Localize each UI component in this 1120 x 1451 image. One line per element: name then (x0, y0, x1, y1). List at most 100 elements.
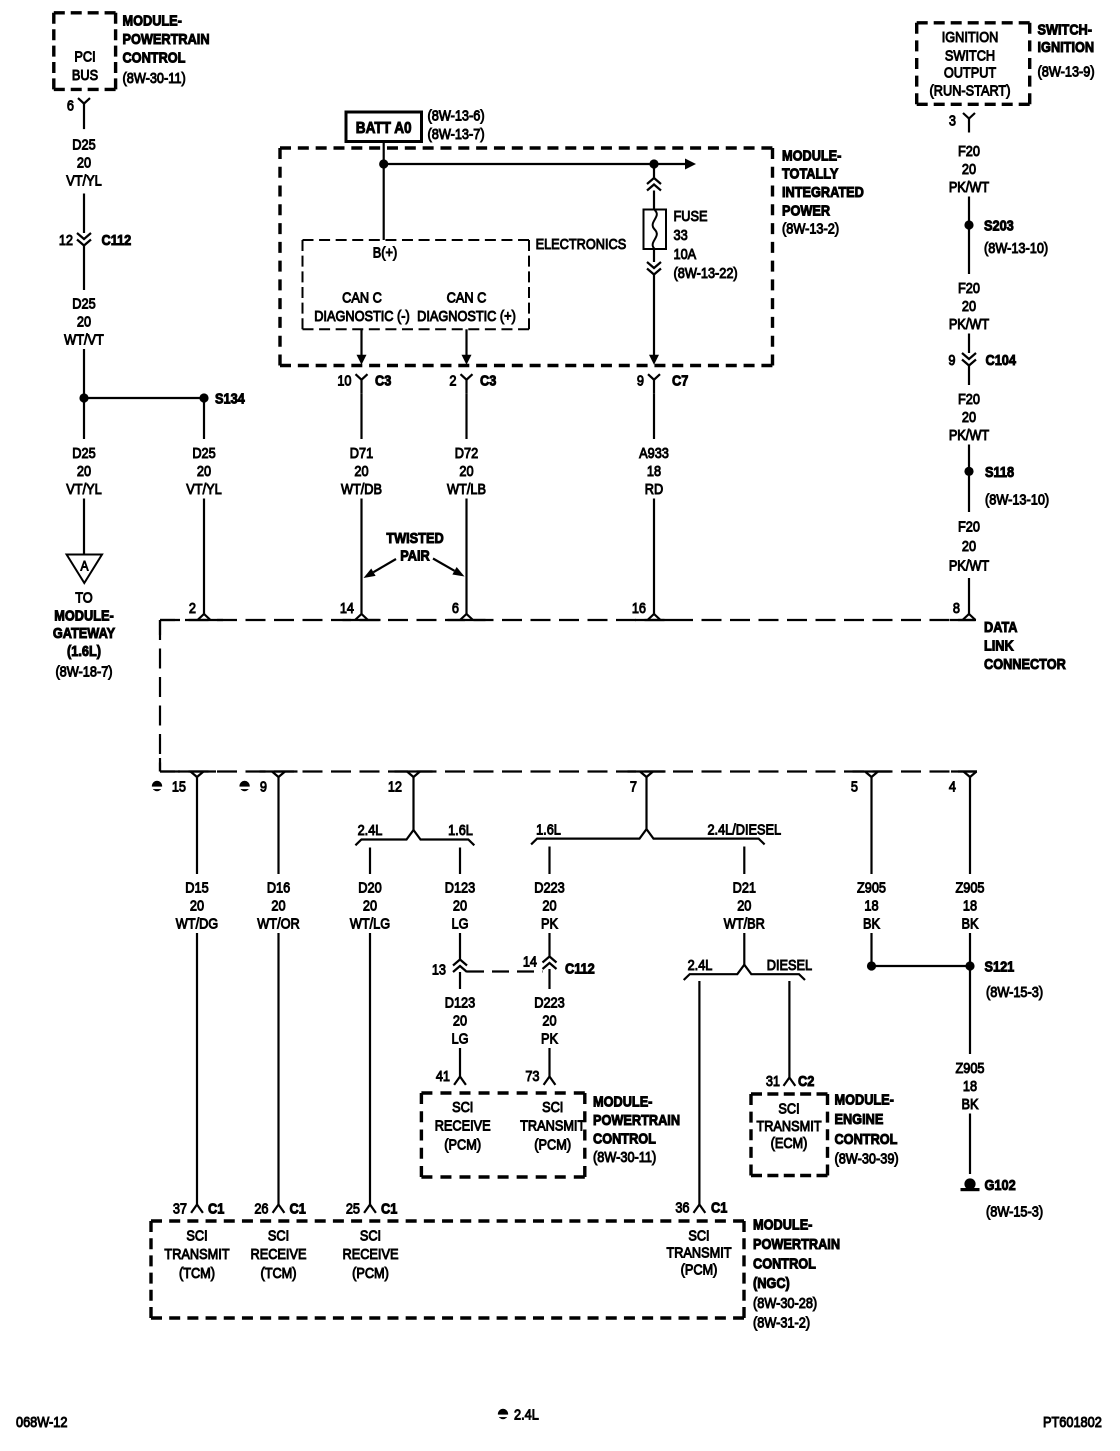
svg-text:15: 15 (172, 777, 186, 794)
svg-text:Z905: Z905 (857, 878, 886, 895)
svg-text:9: 9 (637, 371, 644, 388)
svg-text:Z905: Z905 (955, 1059, 984, 1076)
svg-text:PK: PK (541, 914, 559, 931)
svg-text:FUSE: FUSE (673, 207, 707, 224)
svg-text:2.4L: 2.4L (358, 821, 383, 838)
svg-text:9: 9 (260, 777, 267, 794)
svg-text:12: 12 (388, 777, 402, 794)
svg-text:VT/YL: VT/YL (186, 480, 222, 497)
svg-text:C1: C1 (711, 1198, 728, 1215)
svg-text:C112: C112 (101, 231, 131, 248)
svg-text:20: 20 (197, 462, 211, 479)
svg-text:SWITCH-: SWITCH- (1038, 20, 1093, 37)
svg-text:20: 20 (77, 153, 91, 170)
svg-text:2.4L: 2.4L (514, 1405, 539, 1422)
svg-text:12: 12 (59, 231, 73, 248)
svg-text:ENGINE: ENGINE (834, 1110, 883, 1127)
svg-text:WT/LB: WT/LB (447, 480, 486, 497)
svg-text:26: 26 (254, 1199, 268, 1216)
svg-text:41: 41 (436, 1067, 450, 1084)
svg-text:33: 33 (673, 226, 687, 243)
svg-text:F20: F20 (958, 517, 980, 534)
svg-text:RD: RD (645, 480, 663, 497)
svg-text:G102: G102 (985, 1176, 1016, 1193)
svg-text:D223: D223 (534, 993, 565, 1010)
svg-text:POWERTRAIN: POWERTRAIN (753, 1235, 840, 1252)
svg-text:36: 36 (675, 1198, 689, 1215)
svg-text:D25: D25 (72, 444, 96, 461)
svg-text:D123: D123 (445, 993, 476, 1010)
svg-text:D223: D223 (534, 878, 565, 895)
svg-text:MODULE-: MODULE- (54, 606, 114, 623)
svg-text:SCI: SCI (688, 1226, 709, 1243)
svg-text:(ECM): (ECM) (771, 1134, 808, 1151)
svg-text:D25: D25 (72, 135, 96, 152)
svg-text:16: 16 (632, 599, 646, 616)
svg-text:TOTALLY: TOTALLY (782, 165, 839, 182)
svg-text:TRANSMIT: TRANSMIT (756, 1117, 822, 1134)
svg-text:20: 20 (77, 312, 91, 329)
svg-text:B(+): B(+) (373, 243, 397, 260)
svg-text:6: 6 (67, 96, 74, 113)
svg-text:TWISTED: TWISTED (386, 529, 443, 546)
svg-text:BUS: BUS (72, 66, 98, 83)
svg-text:(8W-15-3): (8W-15-3) (986, 983, 1043, 1000)
svg-text:1.6L: 1.6L (448, 821, 473, 838)
svg-text:CONTROL: CONTROL (123, 48, 186, 65)
svg-text:VT/YL: VT/YL (66, 171, 102, 188)
svg-text:PK/WT: PK/WT (949, 315, 990, 332)
svg-text:DATA: DATA (984, 618, 1017, 635)
svg-text:TO: TO (75, 588, 93, 605)
svg-text:6: 6 (452, 599, 459, 616)
svg-text:WT/VT: WT/VT (64, 330, 104, 347)
svg-text:(8W-13-6): (8W-13-6) (427, 106, 484, 123)
svg-text:CONTROL: CONTROL (593, 1130, 656, 1147)
svg-text:DIAGNOSTIC (-): DIAGNOSTIC (-) (314, 307, 410, 324)
svg-text:(8W-13-10): (8W-13-10) (985, 490, 1049, 507)
svg-text:1.6L: 1.6L (536, 820, 561, 837)
svg-text:WT/BR: WT/BR (724, 914, 765, 931)
svg-text:(RUN-START): (RUN-START) (930, 81, 1011, 98)
svg-text:20: 20 (453, 896, 467, 913)
svg-text:10: 10 (337, 371, 351, 388)
svg-text:18: 18 (963, 1077, 977, 1094)
svg-text:13: 13 (432, 960, 446, 977)
svg-text:(TCM): (TCM) (260, 1264, 296, 1281)
svg-text:(PCM): (PCM) (352, 1264, 389, 1281)
svg-text:CONTROL: CONTROL (834, 1130, 897, 1147)
svg-text:D123: D123 (445, 878, 476, 895)
svg-text:C1: C1 (208, 1199, 225, 1216)
svg-text:(TCM): (TCM) (179, 1264, 215, 1281)
svg-text:(8W-18-7): (8W-18-7) (55, 662, 112, 679)
svg-text:IGNITION: IGNITION (942, 28, 999, 45)
svg-text:S118: S118 (985, 463, 1014, 480)
svg-text:18: 18 (864, 896, 878, 913)
svg-text:4: 4 (949, 777, 956, 794)
svg-text:IGNITION: IGNITION (1038, 38, 1095, 55)
svg-text:BATT A0: BATT A0 (356, 120, 412, 137)
svg-text:C112: C112 (565, 959, 595, 976)
svg-text:20: 20 (542, 896, 556, 913)
svg-text:(NGC): (NGC) (753, 1274, 790, 1291)
svg-text:TRANSMIT: TRANSMIT (666, 1243, 732, 1260)
svg-text:TRANSMIT: TRANSMIT (520, 1117, 586, 1134)
svg-text:Z905: Z905 (955, 878, 984, 895)
svg-text:D15: D15 (185, 878, 209, 895)
svg-text:ELECTRONICS: ELECTRONICS (536, 235, 627, 252)
svg-text:2: 2 (449, 371, 456, 388)
svg-text:CAN C: CAN C (447, 288, 487, 305)
svg-text:31: 31 (766, 1072, 780, 1089)
svg-text:20: 20 (962, 160, 976, 177)
svg-text:SCI: SCI (452, 1098, 473, 1115)
svg-text:(8W-13-10): (8W-13-10) (984, 239, 1048, 256)
svg-text:PAIR: PAIR (400, 546, 429, 563)
svg-text:068W-12: 068W-12 (16, 1413, 68, 1430)
svg-text:SCI: SCI (778, 1099, 799, 1116)
svg-text:BK: BK (962, 1095, 980, 1112)
svg-text:20: 20 (962, 408, 976, 425)
svg-text:SCI: SCI (186, 1226, 207, 1243)
svg-text:20: 20 (77, 462, 91, 479)
svg-text:S134: S134 (215, 389, 245, 406)
svg-text:OUTPUT: OUTPUT (944, 63, 997, 80)
svg-text:POWERTRAIN: POWERTRAIN (123, 30, 210, 47)
